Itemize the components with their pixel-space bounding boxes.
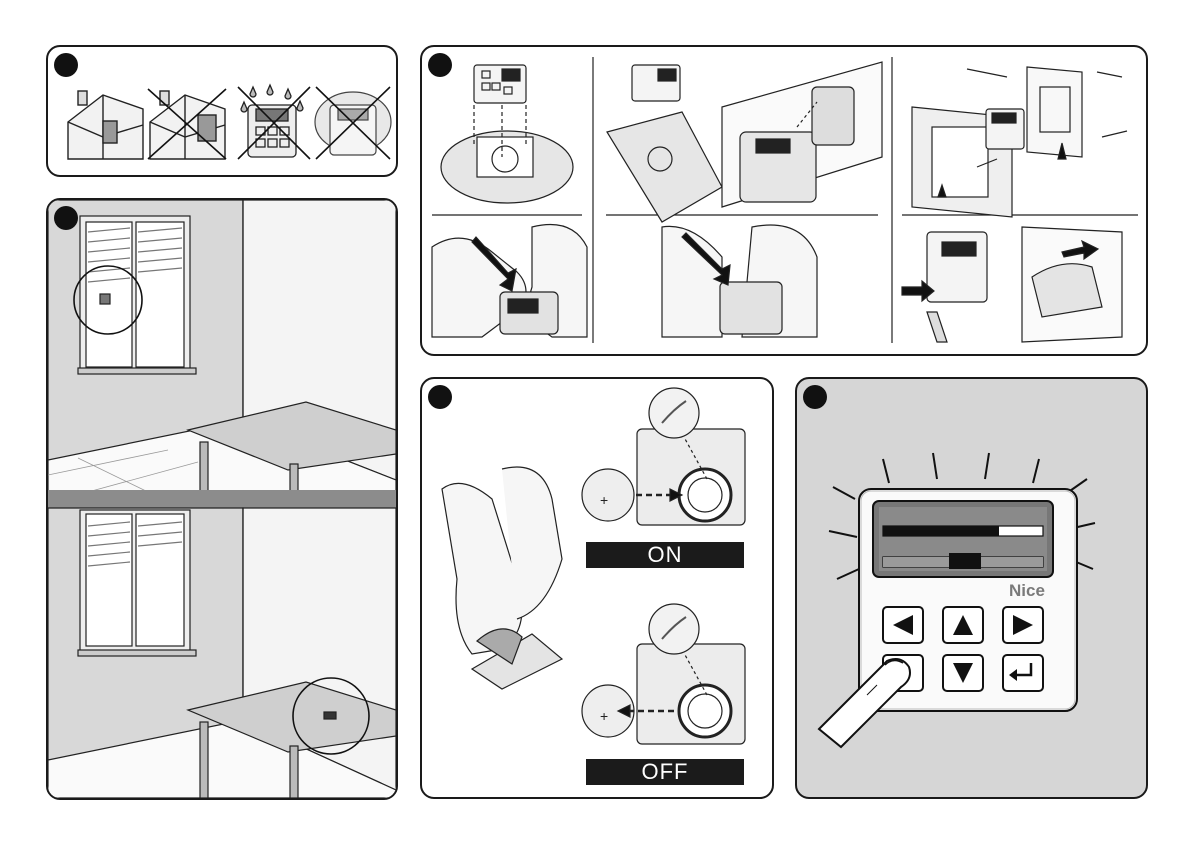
panel-keypad: Nice — [795, 377, 1148, 799]
brand-logo: Nice — [1009, 581, 1045, 601]
battery-illustrations: + + — [422, 379, 772, 797]
panel-room — [46, 198, 398, 800]
panel-mounting — [420, 45, 1148, 356]
enter-icon — [1003, 655, 1043, 691]
step-badge — [428, 385, 452, 409]
svg-text:+: + — [600, 708, 608, 724]
on-label: ON — [586, 542, 744, 568]
arrow-left-icon — [883, 607, 923, 643]
arrow-up-icon — [943, 607, 983, 643]
panel-battery: + + ON OFF — [420, 377, 774, 799]
step-badge — [803, 385, 827, 409]
svg-text:+: + — [600, 492, 608, 508]
room-illustration — [48, 200, 396, 798]
location-illustrations — [48, 47, 396, 175]
step-badge — [428, 53, 452, 77]
arrow-right-icon — [1003, 607, 1043, 643]
house-icon — [68, 91, 143, 159]
keypad-illustration — [797, 379, 1146, 797]
step-badge — [54, 206, 78, 230]
off-label: OFF — [586, 759, 744, 785]
arrow-down-icon — [943, 655, 983, 691]
step-badge — [54, 53, 78, 77]
divider-band — [48, 490, 396, 508]
mounting-illustrations — [422, 47, 1146, 354]
panel-location — [46, 45, 398, 177]
